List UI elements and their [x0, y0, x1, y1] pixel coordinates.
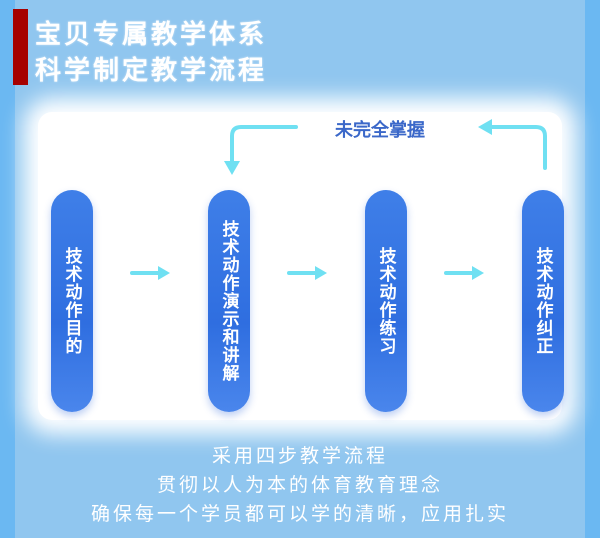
step-pill-3: 技术动作练习 [365, 190, 407, 412]
title-accent-bar [13, 9, 28, 85]
loop-arrow-right-icon [486, 125, 547, 170]
title-line-2: 科学制定教学流程 [35, 56, 268, 86]
loop-label: 未完全掌握 [335, 120, 425, 141]
step-pill-1: 技术动作目的 [51, 190, 93, 412]
step-pill-2: 技术动作演示和讲解 [208, 190, 250, 412]
title-line-1: 宝贝专属教学体系 [35, 20, 268, 50]
footer-line-1: 采用四步教学流程 [211, 445, 388, 467]
footer-line-2: 贯彻以人为本的体育教育理念 [156, 474, 443, 496]
flow-card [38, 112, 562, 420]
step-pill-4: 技术动作纠正 [522, 190, 564, 412]
loop-arrow-left-icon [230, 125, 298, 167]
footer-line-3: 确保每一个学员都可以学的清晰，应用扎实 [90, 503, 509, 525]
